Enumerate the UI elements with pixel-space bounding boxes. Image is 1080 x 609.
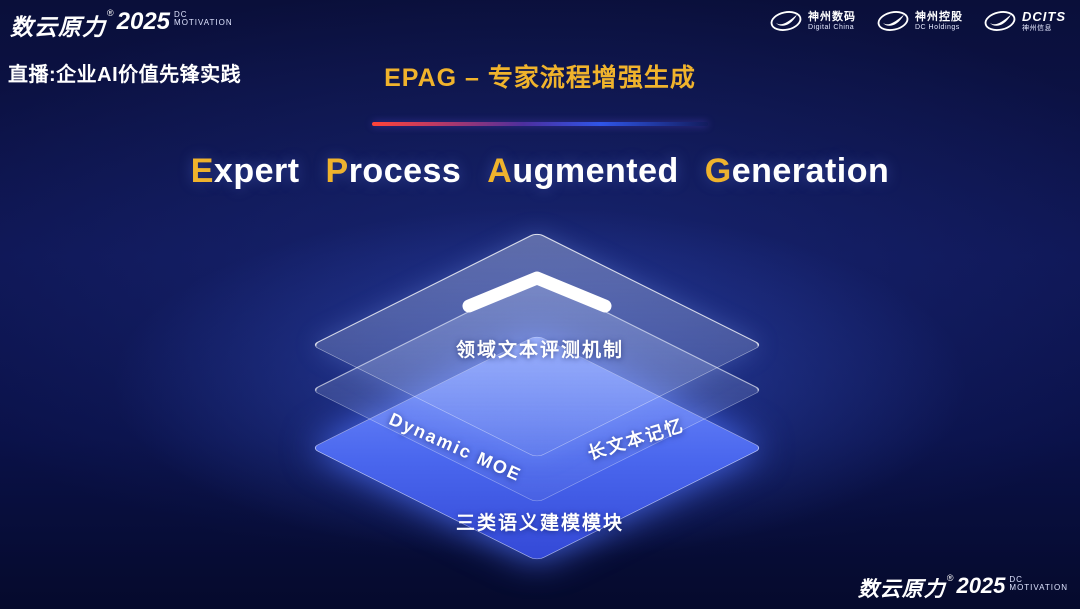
live-stream-label: 直播:企业AI价值先锋实践 [8,64,242,86]
page-title: Expert Process Augmented Generation [0,152,1080,191]
partner-digital-china: 神州数码 Digital China [769,10,856,33]
title-word-rest: xpert [213,152,300,190]
partner-dcits: DCITS 神州信息 [983,9,1066,33]
brand-logo-year: 2025 [116,8,171,35]
title-initial: G [704,152,732,190]
title-initial: A [487,152,513,190]
brand-logo-subtext: DC MOTIVATION [174,10,233,28]
top-layer-label: 领域文本评测机制 [455,340,624,361]
bottom-layer-label: 三类语义建模模块 [455,513,624,534]
partner-name: 神州数码 [808,11,856,24]
footer-brand-subtext: DC MOTIVATION [1009,575,1068,593]
brand-logo-cn: 数云原力 [10,14,106,40]
registered-mark: ® [107,8,114,18]
title-word-rest: ugmented [512,152,679,190]
footer-registered-mark: ® [946,573,954,583]
footer-brand-year: 2025 [956,573,1006,598]
footer-brand-sub-top: DC [1009,575,1023,584]
brand-sub-top: DC [174,10,188,19]
dc-holdings-swoosh-icon [877,11,909,32]
dcits-swoosh-icon [984,11,1016,32]
partner-name: DCITS [1022,9,1066,24]
partner-subname: 神州信息 [1022,24,1052,32]
title-word-rest: rocess [348,152,462,190]
footer-brand-sub-bottom: MOTIVATION [1009,583,1068,593]
partner-subname: DC Holdings [915,23,960,31]
partner-logos: 神州数码 Digital China 神州控股 DC Holdings DCIT… [769,9,1066,33]
chevron-up-icon [462,271,612,313]
brand-sub-bottom: MOTIVATION [174,18,233,28]
partner-name: 神州控股 [915,11,963,24]
title-initial: E [190,152,214,190]
footer-brand-logo: 数云原力®2025 DC MOTIVATION [858,573,1068,603]
partner-dc-holdings: 神州控股 DC Holdings [876,10,963,33]
gradient-divider [372,122,708,126]
title-word-rest: eneration [731,152,890,190]
slide-title: EPAG – 专家流程增强生成 [384,64,696,92]
brand-logo: 数云原力®2025 DC MOTIVATION [10,8,233,42]
title-initial: P [325,152,349,190]
partner-subname: Digital China [808,23,855,31]
footer-brand-cn: 数云原力 [857,578,946,601]
digital-china-swoosh-icon [770,11,802,32]
